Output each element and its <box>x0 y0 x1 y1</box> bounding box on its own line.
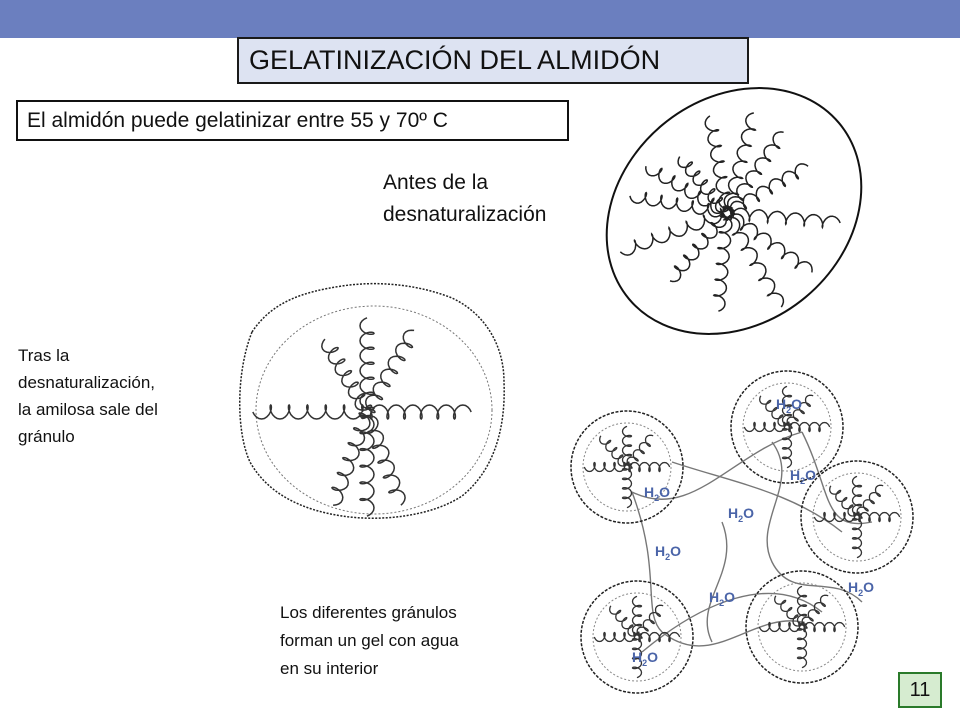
granule-outline <box>745 570 859 684</box>
gel-network-diagram: H2O H2O H2O H2O H2O H2O H2O H2O <box>570 370 914 694</box>
amylopectin-branch <box>729 207 841 230</box>
granule-boundary <box>582 422 672 512</box>
amylopectin-branch <box>704 115 734 211</box>
amylopectin-branch <box>796 585 808 626</box>
page-number: 11 <box>898 672 942 708</box>
amylopectin-branch <box>723 112 757 212</box>
amylopectin-branch <box>758 621 801 633</box>
amylopectin-branch <box>803 621 846 633</box>
amylopectin-branch <box>851 518 863 559</box>
amylopectin-branch <box>786 394 814 429</box>
amylopectin-branch <box>669 211 727 283</box>
amylopectin-branch <box>593 631 636 643</box>
amylopectin-branch <box>638 631 681 643</box>
water-label: H2O <box>728 505 754 524</box>
gel-granule <box>570 410 684 524</box>
amylopectin-branch <box>677 156 731 213</box>
header-bar <box>0 0 960 38</box>
granule-outline <box>570 410 684 524</box>
water-label: H2O <box>709 589 735 608</box>
granule-before-diagram <box>605 87 863 335</box>
amylopectin-branch <box>851 475 863 516</box>
amylopectin-branch <box>759 395 790 427</box>
amylopectin-branch <box>712 215 733 312</box>
amylopectin-branch <box>626 434 654 469</box>
gel-granule <box>730 370 844 484</box>
water-label: H2O <box>790 467 816 486</box>
slide-title: GELATINIZACIÓN DEL ALMIDÓN <box>237 37 749 84</box>
granule-boundary <box>812 472 902 562</box>
gel-granule <box>800 460 914 574</box>
amylopectin-branch <box>621 425 633 466</box>
water-label: H2O <box>644 484 670 503</box>
amylopectin-branch <box>629 191 726 218</box>
water-label: H2O <box>776 396 802 415</box>
amylopectin-branch <box>628 461 671 473</box>
amylopectin-branch <box>801 594 829 629</box>
granule-boundary <box>742 382 832 472</box>
label-before-denaturation: Antes de la desnaturalización <box>383 171 547 226</box>
water-label: H2O <box>848 579 874 598</box>
amylopectin-branch <box>743 421 786 433</box>
amylopectin-branch <box>781 428 793 469</box>
gel-granule <box>745 570 859 684</box>
amylopectin-branch <box>321 338 373 411</box>
amylopectin-branch <box>369 404 472 421</box>
amylopectin-branch <box>599 435 630 467</box>
amylopectin-branch <box>856 484 884 519</box>
amylopectin-branch <box>609 605 640 637</box>
water-label: H2O <box>655 543 681 562</box>
granule-after-diagram <box>239 282 505 519</box>
amylopectin-branch <box>788 421 831 433</box>
granule-boundary <box>592 592 682 682</box>
amylopectin-branch <box>636 604 664 639</box>
granule-boundary <box>757 582 847 672</box>
amylopectin-branch <box>813 511 856 523</box>
amylopectin-branch <box>729 163 809 218</box>
amylopectin-branch <box>631 638 643 679</box>
amylopectin-branch <box>774 595 805 627</box>
amylopectin-branch <box>858 511 901 523</box>
granule-outline <box>730 370 844 484</box>
label-after-denaturation: Tras la desnaturalización, la amilosa sa… <box>18 346 158 446</box>
granule-outline <box>580 580 694 694</box>
amylopectin-branch <box>726 131 784 215</box>
amylopectin-branch <box>726 213 813 273</box>
slide-subtitle: El almidón puede gelatinizar entre 55 y … <box>16 100 569 141</box>
amylopectin-branch <box>829 485 860 517</box>
amylopectin-branch <box>722 215 785 308</box>
gel-granule <box>580 580 694 694</box>
amylopectin-branch <box>583 461 626 473</box>
amylopectin-branch <box>331 412 371 506</box>
granule-outline <box>800 460 914 574</box>
label-gel-formation: Los diferentes gránulos forman un gel co… <box>280 603 459 678</box>
amylopectin-branch <box>360 414 406 506</box>
amylopectin-branch <box>359 317 375 411</box>
amylopectin-branch <box>796 628 808 669</box>
amylopectin-branch <box>621 468 633 509</box>
water-label: H2O <box>632 649 658 668</box>
amylopectin-branch <box>631 595 643 636</box>
amylopectin-branch <box>645 166 728 215</box>
amylopectin-branch <box>365 329 415 414</box>
amylopectin-branch <box>252 403 364 420</box>
amylopectin-branch <box>619 207 725 256</box>
amylopectin-branch <box>781 385 793 426</box>
